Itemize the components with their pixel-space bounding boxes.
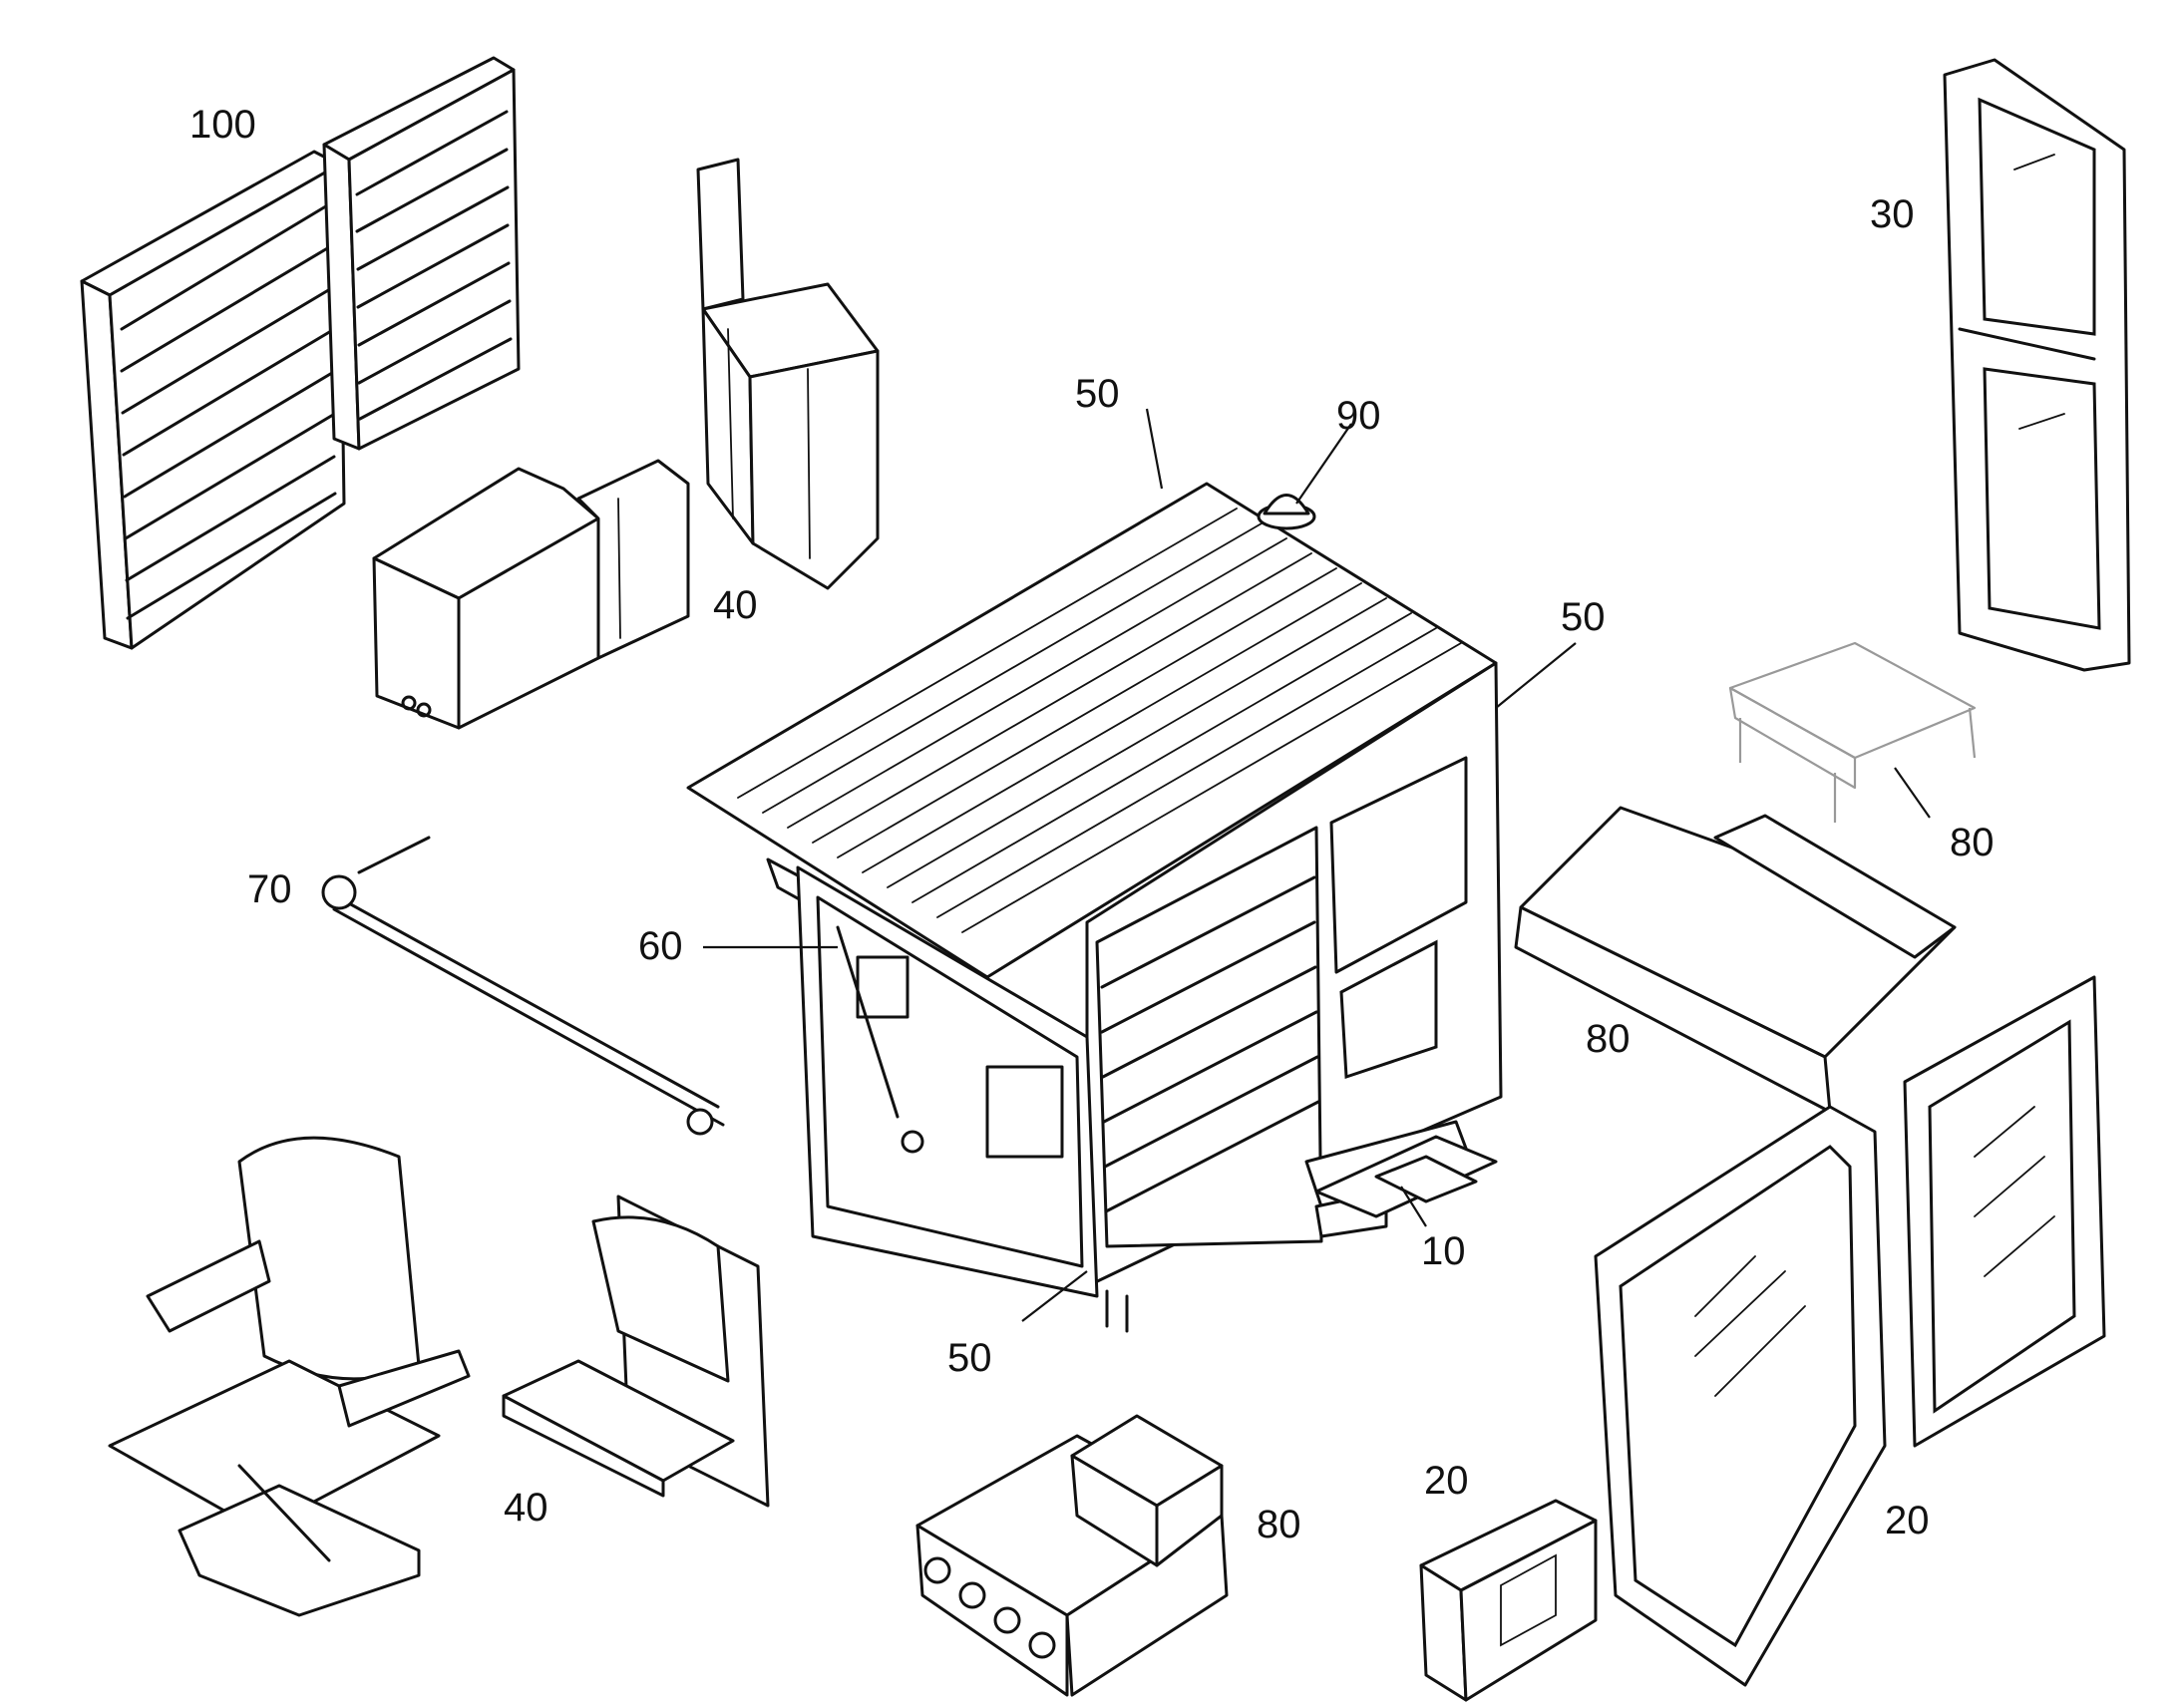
callout-20-left: 20: [1424, 1459, 1469, 1503]
callout-80-mid: 80: [1586, 1017, 1631, 1061]
callout-30: 30: [1870, 192, 1915, 236]
part-30-door: [1943, 58, 2131, 672]
cab-body: [686, 482, 1503, 1333]
part-20-window-panel-side: [1903, 975, 2106, 1448]
part-80-aircon-housing: [1514, 806, 1957, 1114]
part-80-fan-frame: [1728, 641, 1977, 823]
callout-40-bottom: 40: [504, 1486, 548, 1530]
callout-50-bottom: 50: [947, 1336, 992, 1380]
callout-40-top: 40: [713, 583, 758, 627]
leader-lines: [703, 408, 1931, 1322]
callout-70: 70: [247, 867, 292, 911]
callout-50-right: 50: [1561, 595, 1606, 639]
callout-10: 10: [1421, 1229, 1466, 1273]
part-70-bar: [321, 836, 725, 1136]
part-40-electrical-cabinet: [696, 158, 880, 590]
part-100-grille-panels: [80, 56, 521, 650]
callout-90: 90: [1336, 394, 1381, 438]
callout-80-right: 80: [1950, 821, 1995, 864]
part-40-console-box: [372, 459, 690, 730]
callout-60: 60: [638, 924, 683, 968]
callout-50-top: 50: [1075, 372, 1120, 416]
callout-100: 100: [189, 103, 256, 147]
callout-20-right: 20: [1885, 1499, 1930, 1542]
part-10-mounting-bracket: [1314, 1135, 1498, 1218]
callout-80-bottom: 80: [1257, 1503, 1301, 1546]
part-20-control-module: [1419, 1499, 1598, 1702]
part-90-beacon: [1257, 494, 1316, 530]
part-40-passenger-seat: [502, 1195, 770, 1508]
part-20-window-panel-front: [1594, 1105, 1887, 1687]
part-80-blower-box: [915, 1414, 1229, 1697]
operator-seat: [108, 1136, 471, 1617]
